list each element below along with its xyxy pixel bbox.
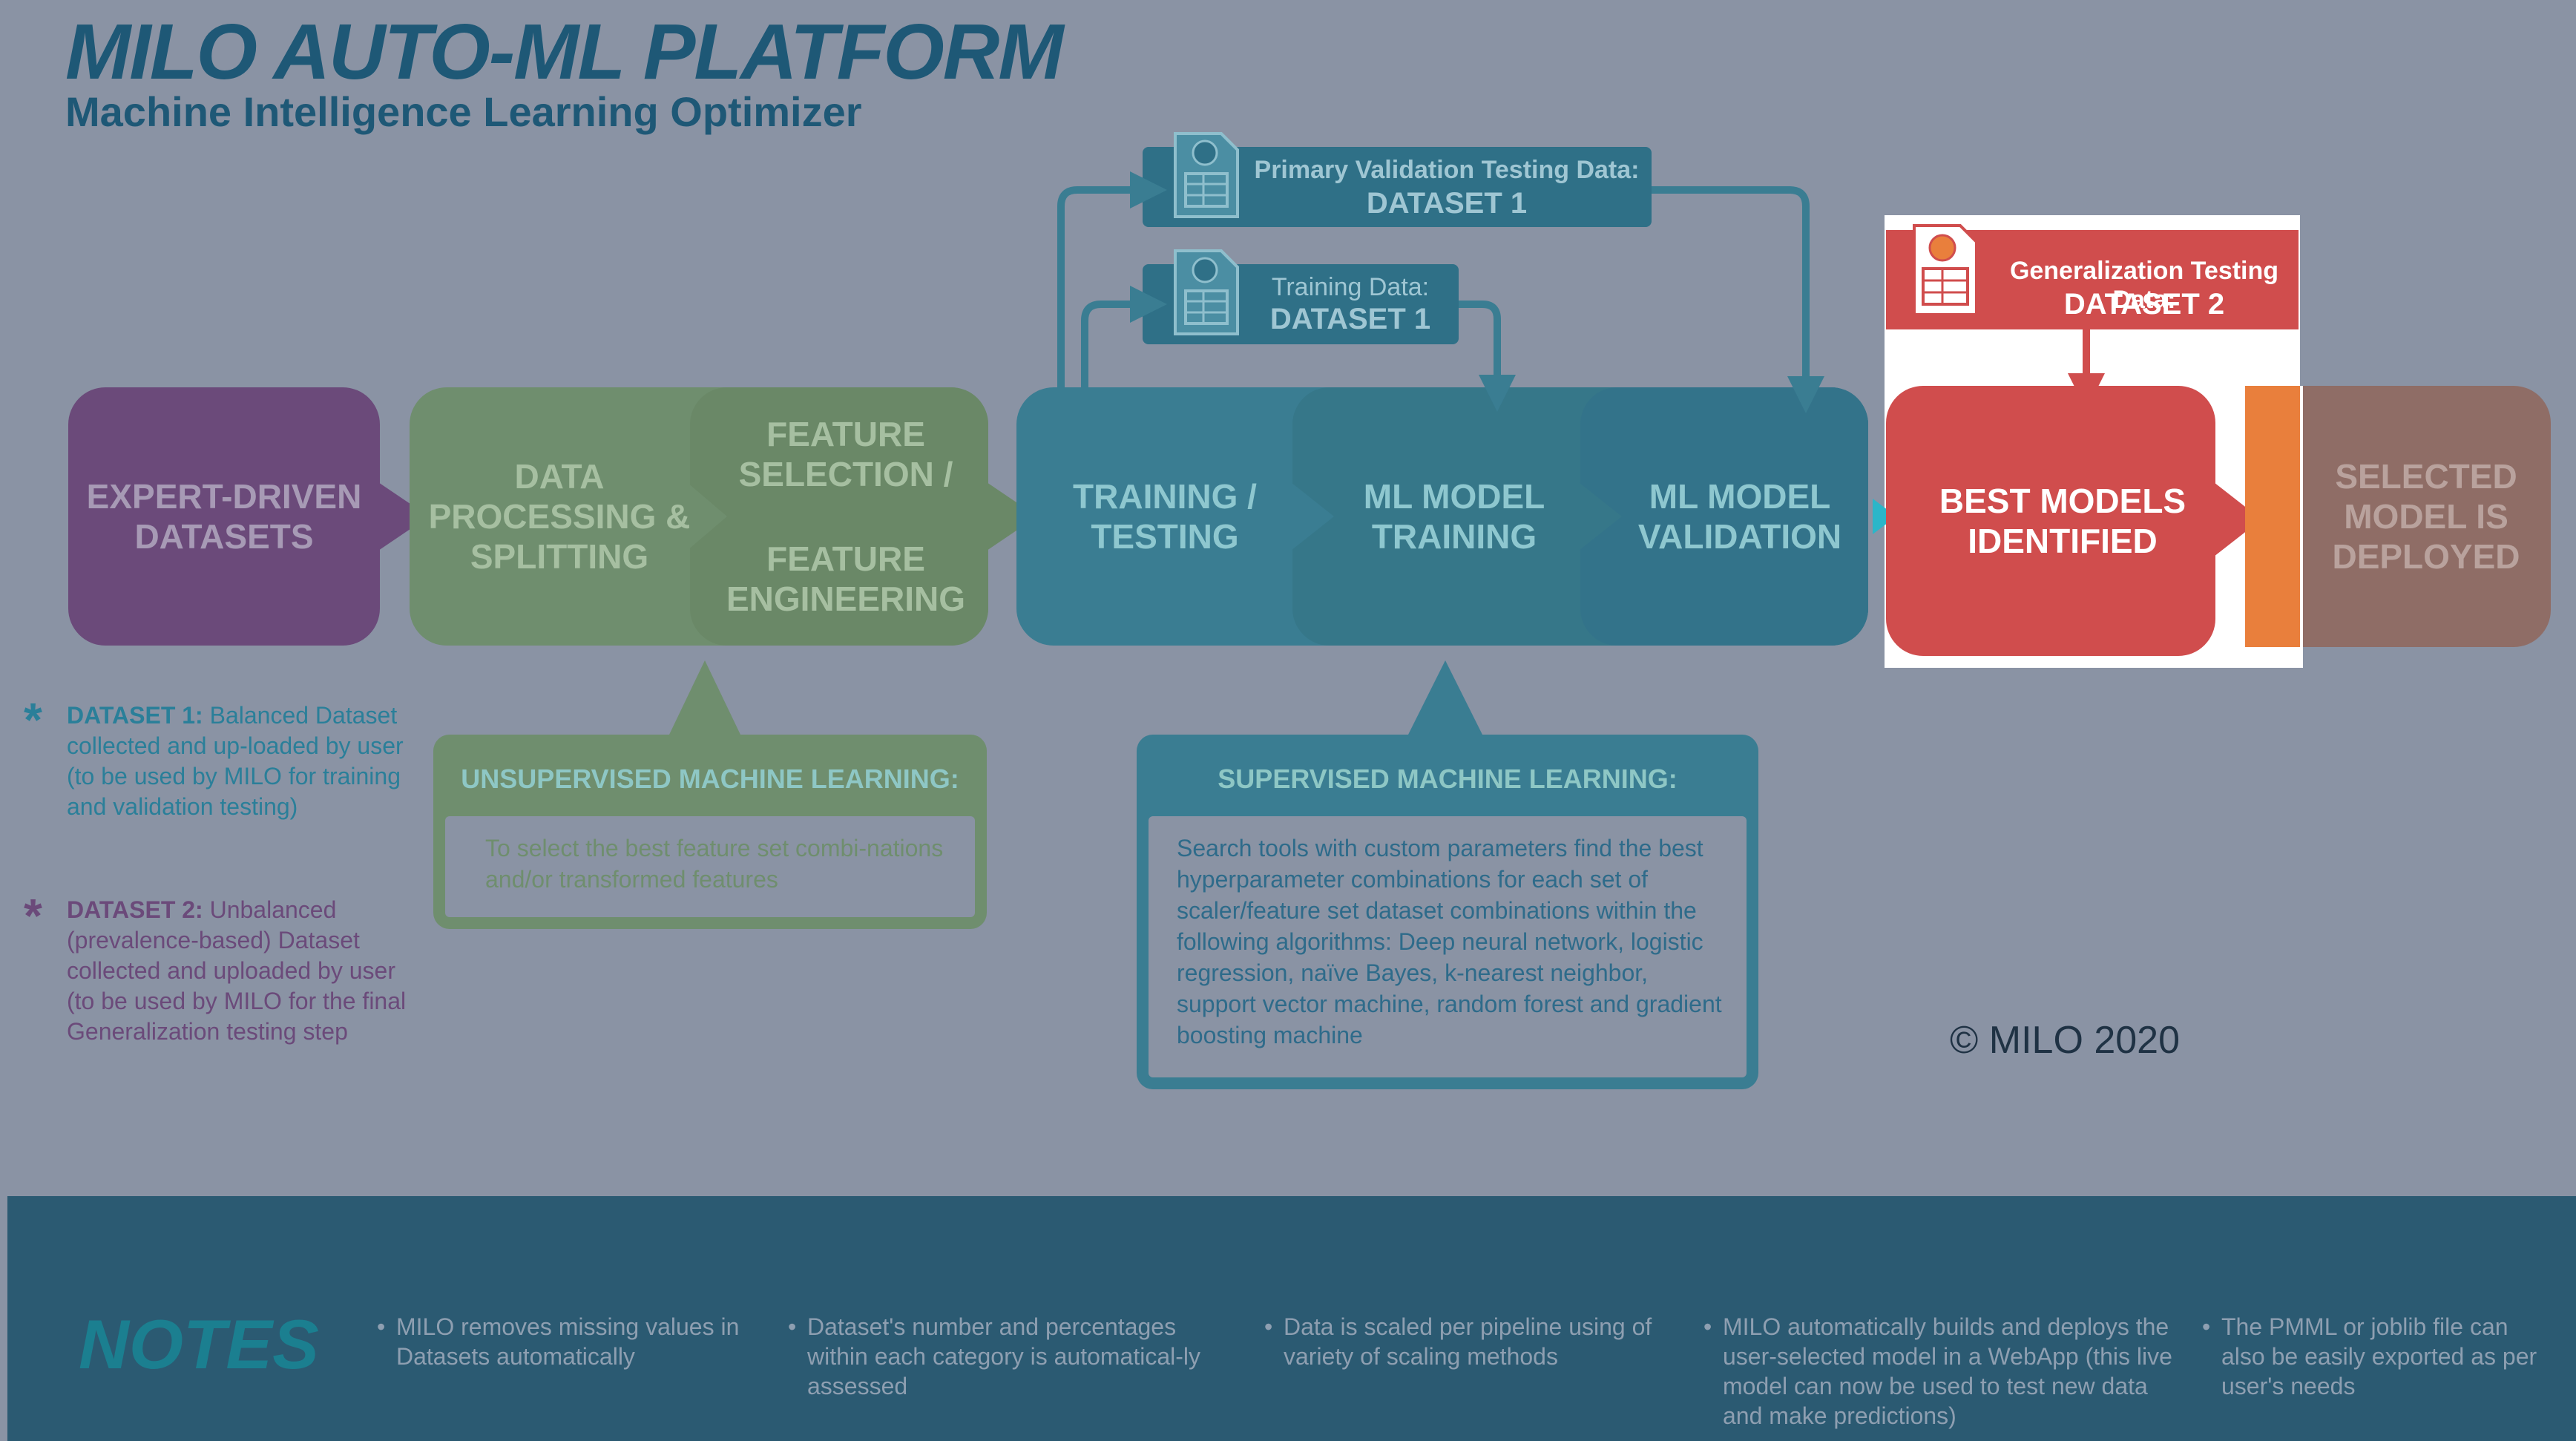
unsupervised-panel-body xyxy=(445,816,975,917)
note-item: • MILO removes missing values in Datasets… xyxy=(377,1312,745,1371)
asterisk-icon: * xyxy=(24,889,42,942)
note-text: MILO removes missing values in Datasets … xyxy=(396,1313,740,1370)
stage-best-models-box xyxy=(1886,386,2215,656)
stage-deployed-accent-cap xyxy=(2300,386,2303,668)
bullet-icon: • xyxy=(2202,1313,2211,1340)
training-data-label: Training Data: xyxy=(1271,273,1430,301)
arrow-right-icon xyxy=(378,482,429,551)
legend-dataset-2: DATASET 2: Unbalanced (prevalence-based)… xyxy=(67,895,408,1047)
note-text: The PMML or joblib file can also be easi… xyxy=(2221,1313,2537,1399)
bullet-icon: • xyxy=(1703,1313,1712,1340)
stage-deployed-box xyxy=(2245,386,2551,647)
unsupervised-panel-text: To select the best feature set combi-nat… xyxy=(485,835,944,893)
document-chart-icon xyxy=(1174,249,1239,335)
primary-validation-label: Primary Validation Testing Data: xyxy=(1254,156,1640,184)
supervised-panel-text: Search tools with custom parameters find… xyxy=(1177,835,1722,1048)
stage-deployed-accent xyxy=(2245,386,2301,647)
arrow-right-icon xyxy=(1873,499,1896,534)
stage-expert-box xyxy=(68,387,380,646)
document-chart-icon xyxy=(1913,224,1978,316)
page-title: MILO AUTO-ML PLATFORM xyxy=(65,8,1064,96)
bullet-icon: • xyxy=(1264,1313,1273,1340)
arrow-right-icon xyxy=(987,482,1037,551)
legend-dataset-2-text: Unbalanced (prevalence-based) Dataset co… xyxy=(67,896,407,1045)
stage-feature-box xyxy=(690,387,988,646)
arrow-right-icon xyxy=(687,482,727,551)
copyright-text: © MILO 2020 xyxy=(1950,1019,2181,1062)
legend-dataset-1: DATASET 1: Balanced Dataset collected an… xyxy=(67,700,408,822)
notes-title: NOTES xyxy=(79,1305,319,1383)
page-subtitle: Machine Intelligence Learning Optimizer xyxy=(65,88,862,135)
stage-processing-label: DATA PROCESSING & SPLITTING xyxy=(428,457,691,576)
note-item: • The PMML or joblib file can also be eas… xyxy=(2202,1312,2548,1401)
notes-band xyxy=(7,1196,2576,1441)
note-text: Data is scaled per pipeline using of var… xyxy=(1284,1313,1652,1370)
stage-expert-label: EXPERT-DRIVEN DATASETS xyxy=(86,477,362,556)
note-item: • Dataset's number and percentages within… xyxy=(788,1312,1223,1401)
stage-feature-selection-label: FEATURE SELECTION / xyxy=(738,415,953,493)
stage-model-validation-box xyxy=(1580,387,1868,646)
arrow-right-icon xyxy=(1579,482,1622,551)
note-text: MILO automatically builds and deploys th… xyxy=(1723,1313,2172,1429)
note-text: Dataset's number and percentages within … xyxy=(807,1313,1201,1399)
connector-to-primary xyxy=(1057,171,1167,387)
primary-validation-data-box xyxy=(1143,147,1652,227)
stage-model-validation-label: ML MODEL VALIDATION xyxy=(1637,477,1842,556)
connector-primary-to-validation xyxy=(1652,186,1824,413)
document-chart-icon xyxy=(1174,132,1239,218)
bullet-icon: • xyxy=(377,1313,386,1340)
arrow-right-icon xyxy=(1291,482,1334,551)
unsupervised-panel-title: UNSUPERVISED MACHINE LEARNING: xyxy=(461,764,959,794)
training-data-dataset: DATASET 1 xyxy=(1269,303,1431,335)
connector-training-to-model xyxy=(1459,301,1516,412)
asterisk-icon: * xyxy=(24,693,42,746)
stage-best-models-label: BEST MODELS IDENTIFIED xyxy=(1939,482,2186,560)
supervised-panel-body xyxy=(1149,816,1747,1077)
stage-training-testing-label: TRAINING / TESTING xyxy=(1073,477,1257,556)
legend-dataset-1-title: DATASET 1: xyxy=(67,702,203,729)
arrow-right-icon xyxy=(2214,482,2261,557)
supervised-pointer xyxy=(1408,660,1482,735)
primary-validation-dataset: DATASET 1 xyxy=(1366,187,1528,220)
stage-deployed-label: SELECTED MODEL IS DEPLOYED xyxy=(2332,457,2520,576)
bullet-icon: • xyxy=(788,1313,797,1340)
note-item: • Data is scaled per pipeline using of va… xyxy=(1264,1312,1669,1371)
generalization-data-dataset: DATASET 2 xyxy=(2063,288,2225,321)
note-item: • MILO automatically builds and deploys t… xyxy=(1703,1312,2175,1431)
legend-dataset-2-title: DATASET 2: xyxy=(67,896,203,923)
supervised-panel-title: SUPERVISED MACHINE LEARNING: xyxy=(1218,764,1678,794)
generalization-data-label: Generalization Testing Data: xyxy=(2009,257,2279,314)
connector-to-training xyxy=(1081,286,1167,387)
stage-model-training-label: ML MODEL TRAINING xyxy=(1363,477,1545,556)
legend-dataset-1-text: Balanced Dataset collected and up-loaded… xyxy=(67,702,404,820)
unsupervised-pointer xyxy=(669,660,740,735)
stage-feature-engineering-label: FEATURE ENGINEERING xyxy=(726,539,966,618)
